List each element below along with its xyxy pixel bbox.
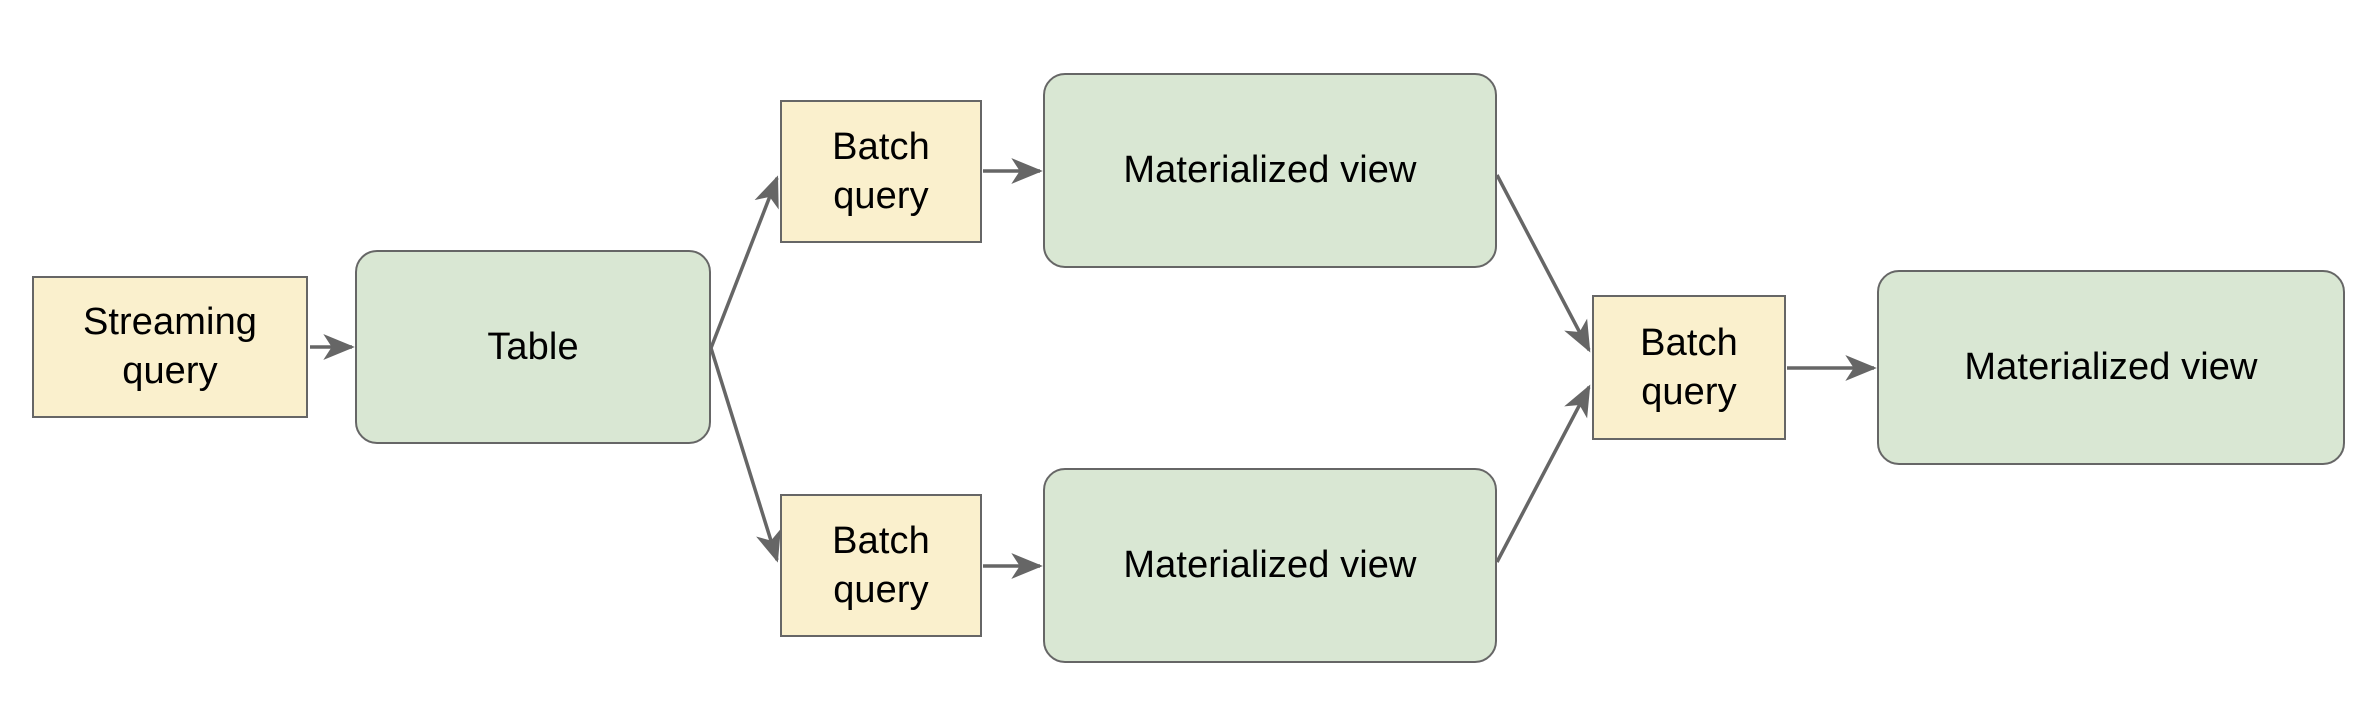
edge-table-to-batch-bottom (709, 347, 781, 563)
node-streaming-query[interactable]: Streaming query (32, 276, 308, 418)
node-batch-query-bottom[interactable]: Batch query (780, 494, 982, 637)
node-materialized-view-top-label: Materialized view (1123, 149, 1417, 192)
edge-table-to-batch-top (709, 175, 779, 349)
node-streaming-query-label: Streaming query (82, 301, 258, 392)
node-table[interactable]: Table (355, 250, 711, 444)
node-materialized-view-final-label: Materialized view (1964, 346, 2258, 389)
node-materialized-view-final[interactable]: Materialized view (1877, 270, 2345, 465)
node-batch-query-join-label: Batch query (1640, 321, 1738, 413)
node-materialized-view-bottom[interactable]: Materialized view (1043, 468, 1497, 663)
edge-mv-bottom-to-join (1495, 384, 1591, 563)
node-materialized-view-bottom-label: Materialized view (1123, 544, 1417, 587)
node-batch-query-join[interactable]: Batch query (1592, 295, 1786, 440)
edge-mv-top-to-join (1495, 174, 1591, 353)
node-batch-query-top-label: Batch query (832, 125, 930, 217)
node-batch-query-top[interactable]: Batch query (780, 100, 982, 243)
node-batch-query-bottom-label: Batch query (832, 519, 930, 611)
node-materialized-view-top[interactable]: Materialized view (1043, 73, 1497, 268)
node-table-label: Table (487, 325, 579, 368)
